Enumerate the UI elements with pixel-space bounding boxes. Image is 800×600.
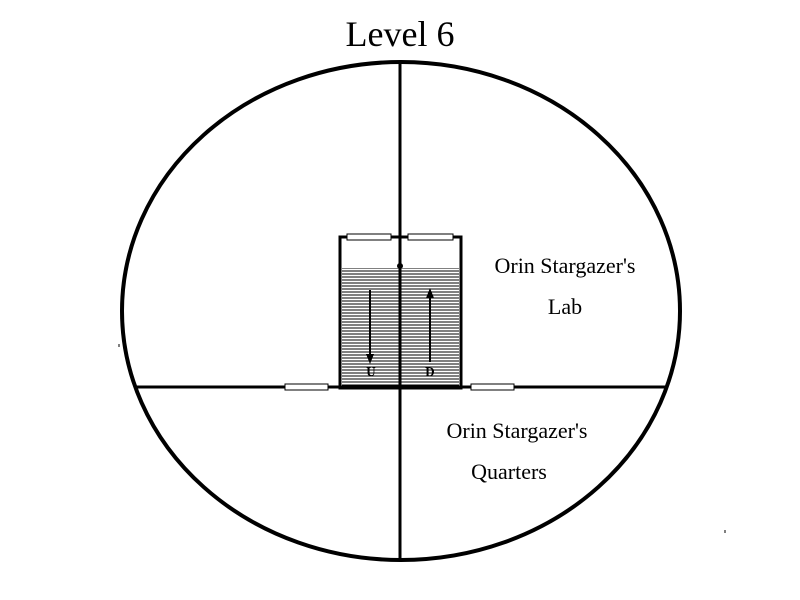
stair-arrow-up-head bbox=[426, 288, 434, 298]
room-label-quarters-line2: Quarters bbox=[471, 459, 547, 484]
stair-center-post bbox=[397, 263, 403, 269]
stairwell-door-right[interactable] bbox=[407, 233, 454, 241]
stair-label-up: U bbox=[366, 364, 376, 379]
room-label-quarters-line1: Orin Stargazer's bbox=[446, 418, 588, 443]
stair-label-down: D bbox=[425, 364, 435, 379]
room-label-lab-line2: Lab bbox=[547, 294, 583, 319]
door-west-hall[interactable] bbox=[284, 383, 329, 391]
door-quarters[interactable] bbox=[470, 383, 515, 391]
stairwell-door-left[interactable] bbox=[346, 233, 392, 241]
stair-arrow-down-head bbox=[366, 354, 374, 364]
room-label-lab-line1: Orin Stargazer's bbox=[494, 253, 636, 278]
map-title: Level 6 bbox=[345, 14, 455, 54]
